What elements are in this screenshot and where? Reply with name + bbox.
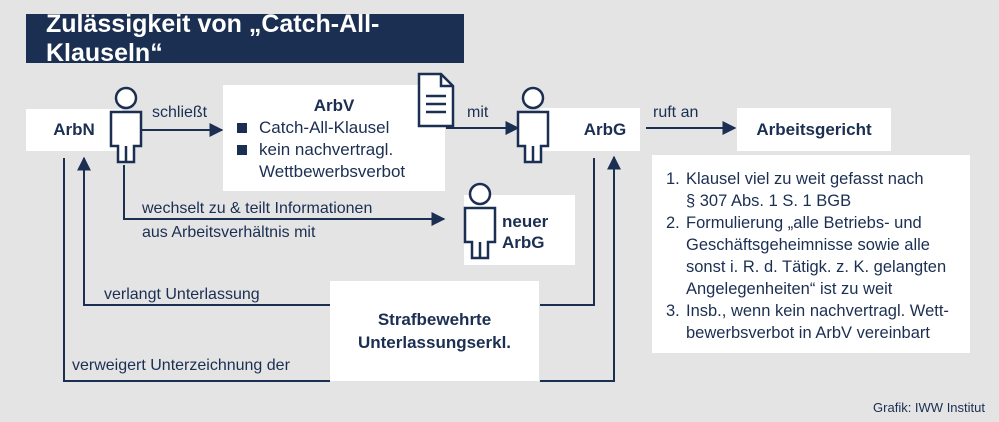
reason-line: § 307 Abs. 1 S. 1 BGB: [686, 192, 852, 210]
arbv-item-2: kein nachvertragl.: [237, 139, 445, 161]
person-icon: [109, 86, 143, 164]
arbg-box: ArbG: [540, 108, 640, 151]
edge-label-mit: mit: [467, 104, 489, 121]
arbeitsgericht-label: Arbeitsgericht: [756, 119, 872, 139]
arbn-box: ArbN: [26, 109, 122, 151]
edge-label-schliesst: schließt: [152, 104, 208, 121]
reason-item-3: 3. Insb., wenn kein nachvertragl. Wett- …: [666, 300, 958, 344]
arbv-item-text: Wettbewerbsverbot: [259, 162, 406, 181]
reason-number: 3.: [666, 302, 680, 320]
unterlassungserkl-box: Strafbewehrte Unterlassungserkl.: [330, 281, 539, 381]
arbv-title: ArbV: [313, 96, 355, 115]
reason-line: sonst i. R. d. Tätigk. z. K. gelangten: [686, 258, 947, 276]
edge-label-verlangt: verlangt Unterlassung: [104, 286, 260, 303]
arrow-verweigert: [63, 158, 330, 382]
line-arbg-to-verlangt: [540, 158, 595, 306]
arrow-wechselt: [123, 165, 446, 226]
neuer-arbg-line2: ArbG: [502, 233, 545, 252]
bullet-square-icon: [237, 123, 247, 133]
arbg-label: ArbG: [583, 119, 627, 139]
reason-line: Insb., wenn kein nachvertragl. Wett-: [686, 302, 949, 320]
arbv-item-text: kein nachvertragl.: [259, 140, 394, 159]
reason-line: Klausel viel zu weit gefasst nach: [686, 170, 924, 188]
neuer-arbg-line1: neuer: [502, 212, 549, 231]
reason-number: 1.: [666, 170, 680, 188]
reasons-box: 1. Klausel viel zu weit gefasst nach § 3…: [652, 155, 970, 353]
reason-item-1: 1. Klausel viel zu weit gefasst nach § 3…: [666, 168, 958, 212]
arbv-item-text: Catch-All-Klausel: [259, 118, 390, 137]
edge-label-wechselt-line1: wechselt zu & teilt Informationen: [142, 200, 373, 217]
reason-line: Formulierung „alle Betriebs- und: [686, 214, 922, 232]
edge-label-verweigert: verweigert Unterzeichnung der: [72, 357, 290, 374]
edge-label-wechselt-line2: aus Arbeitsverhältnis mit: [142, 224, 316, 241]
unterlassungserkl-line1: Strafbewehrte: [377, 310, 492, 329]
person-icon: [463, 182, 497, 260]
bullet-square-icon: [237, 145, 247, 155]
arbn-label: ArbN: [53, 120, 95, 139]
arbeitsgericht-box: Arbeitsgericht: [737, 108, 891, 151]
reason-number: 2.: [666, 214, 680, 232]
arrow-verlangt: [77, 156, 330, 306]
reason-line: Geschäftsgeheimnisse sowie alle: [686, 236, 930, 254]
person-icon: [516, 86, 550, 164]
arbv-box: ArbV Catch-All-Klausel kein nachvertragl…: [223, 85, 445, 191]
document-icon: [417, 72, 455, 128]
edge-label-ruft-an: ruft an: [653, 104, 699, 121]
arbv-item-1: Catch-All-Klausel: [237, 117, 445, 139]
reason-item-2: 2. Formulierung „alle Betriebs- und Gesc…: [666, 212, 958, 300]
arbv-item-3: Wettbewerbsverbot: [237, 161, 445, 183]
page-title: Zulässigkeit von „Catch-All-Klauseln“: [26, 10, 464, 67]
reason-line: Angelegenheiten“ ist zu weit: [686, 280, 893, 298]
reason-line: bewerbsverbot in ArbV vereinbart: [686, 324, 930, 342]
unterlassungserkl-line2: Unterlassungserkl.: [357, 333, 512, 352]
image-credit: Grafik: IWW Institut: [873, 400, 985, 415]
arrow-verweigert-up: [540, 155, 621, 382]
